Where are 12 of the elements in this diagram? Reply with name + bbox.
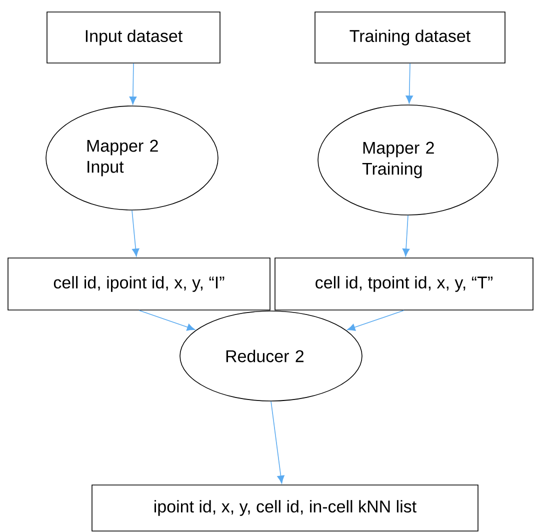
process-box: Input dataset xyxy=(46,12,220,64)
process-box: ipoint id, x, y, cell id, in-cell kNN list xyxy=(92,484,478,532)
arrow xyxy=(138,310,196,331)
process-box: cell id, tpoint id, x, y, “T” xyxy=(274,258,534,310)
arrow xyxy=(129,63,137,105)
arrow xyxy=(406,63,413,104)
arrow xyxy=(132,210,140,257)
arrow xyxy=(347,310,404,331)
arrow xyxy=(270,400,284,484)
process-box: Training dataset xyxy=(314,12,506,64)
process-box: cell id, ipoint id, x, y, “I” xyxy=(8,258,270,310)
arrow xyxy=(402,214,410,257)
